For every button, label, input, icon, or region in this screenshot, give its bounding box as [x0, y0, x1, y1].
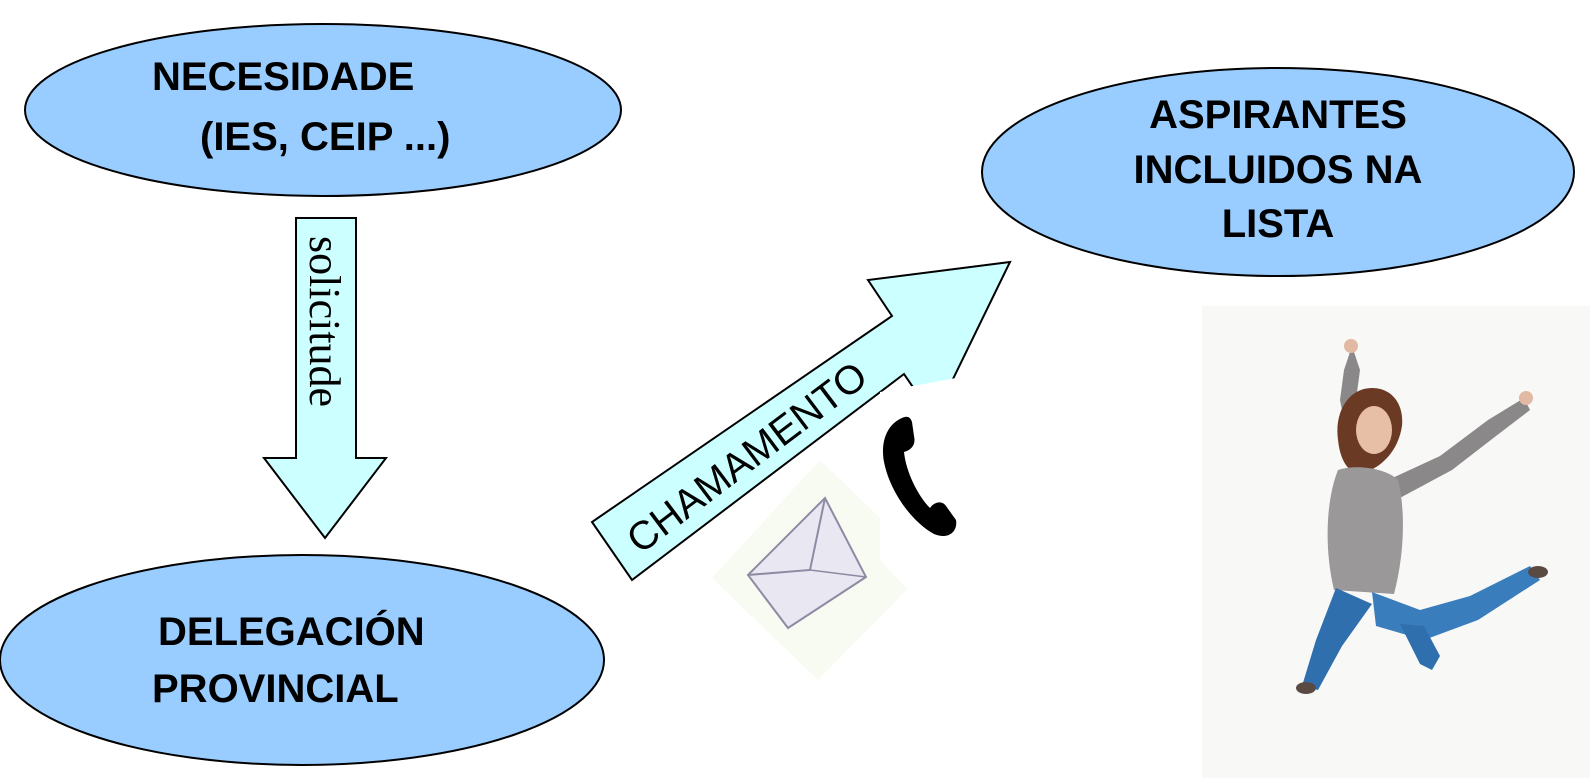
envelope-fold — [809, 569, 867, 578]
arrow-solicitude-shape — [261, 217, 389, 540]
node-necesidade-line1: NECESIDADE — [152, 55, 414, 99]
woman-left-leg — [1302, 588, 1372, 690]
envelope-icon — [712, 460, 930, 680]
arrow-solicitude: solicitude — [261, 217, 389, 540]
woman-right-arm — [1388, 398, 1530, 500]
node-necesidade-shape — [24, 23, 622, 197]
node-aspirantes-line1: ASPIRANTES — [1149, 93, 1407, 137]
node-aspirantes-line2: INCLUIDOS NA — [1134, 148, 1423, 192]
node-necesidade-line2: (IES, CEIP ...) — [200, 115, 450, 159]
woman-right-hand — [1519, 391, 1533, 405]
node-aspirantes-line3: LISTA — [1222, 202, 1335, 246]
node-delegacion-shape — [0, 554, 605, 766]
arrow-chamamento-shape — [590, 260, 1012, 582]
arrow-solicitude-label: solicitude — [300, 236, 349, 407]
woman-knee — [1400, 624, 1440, 670]
woman-left-foot — [1296, 682, 1316, 694]
node-delegacion: DELEGACIÓN PROVINCIAL — [0, 554, 605, 766]
woman-right-leg — [1372, 566, 1540, 640]
node-delegacion-line2: PROVINCIAL — [152, 667, 399, 711]
node-necesidade: NECESIDADE (IES, CEIP ...) — [24, 23, 622, 197]
woman-left-hand — [1344, 339, 1358, 353]
telephone-icon — [880, 378, 1010, 590]
woman-face — [1356, 406, 1392, 454]
telephone-handset — [882, 416, 957, 537]
jumping-woman-illustration — [1202, 306, 1590, 778]
node-delegacion-line1: DELEGACIÓN — [158, 608, 425, 654]
node-aspirantes-shape — [981, 67, 1575, 277]
node-aspirantes: ASPIRANTES INCLUIDOS NA LISTA — [981, 67, 1575, 277]
woman-torso — [1327, 467, 1403, 594]
woman-right-foot — [1528, 566, 1548, 578]
